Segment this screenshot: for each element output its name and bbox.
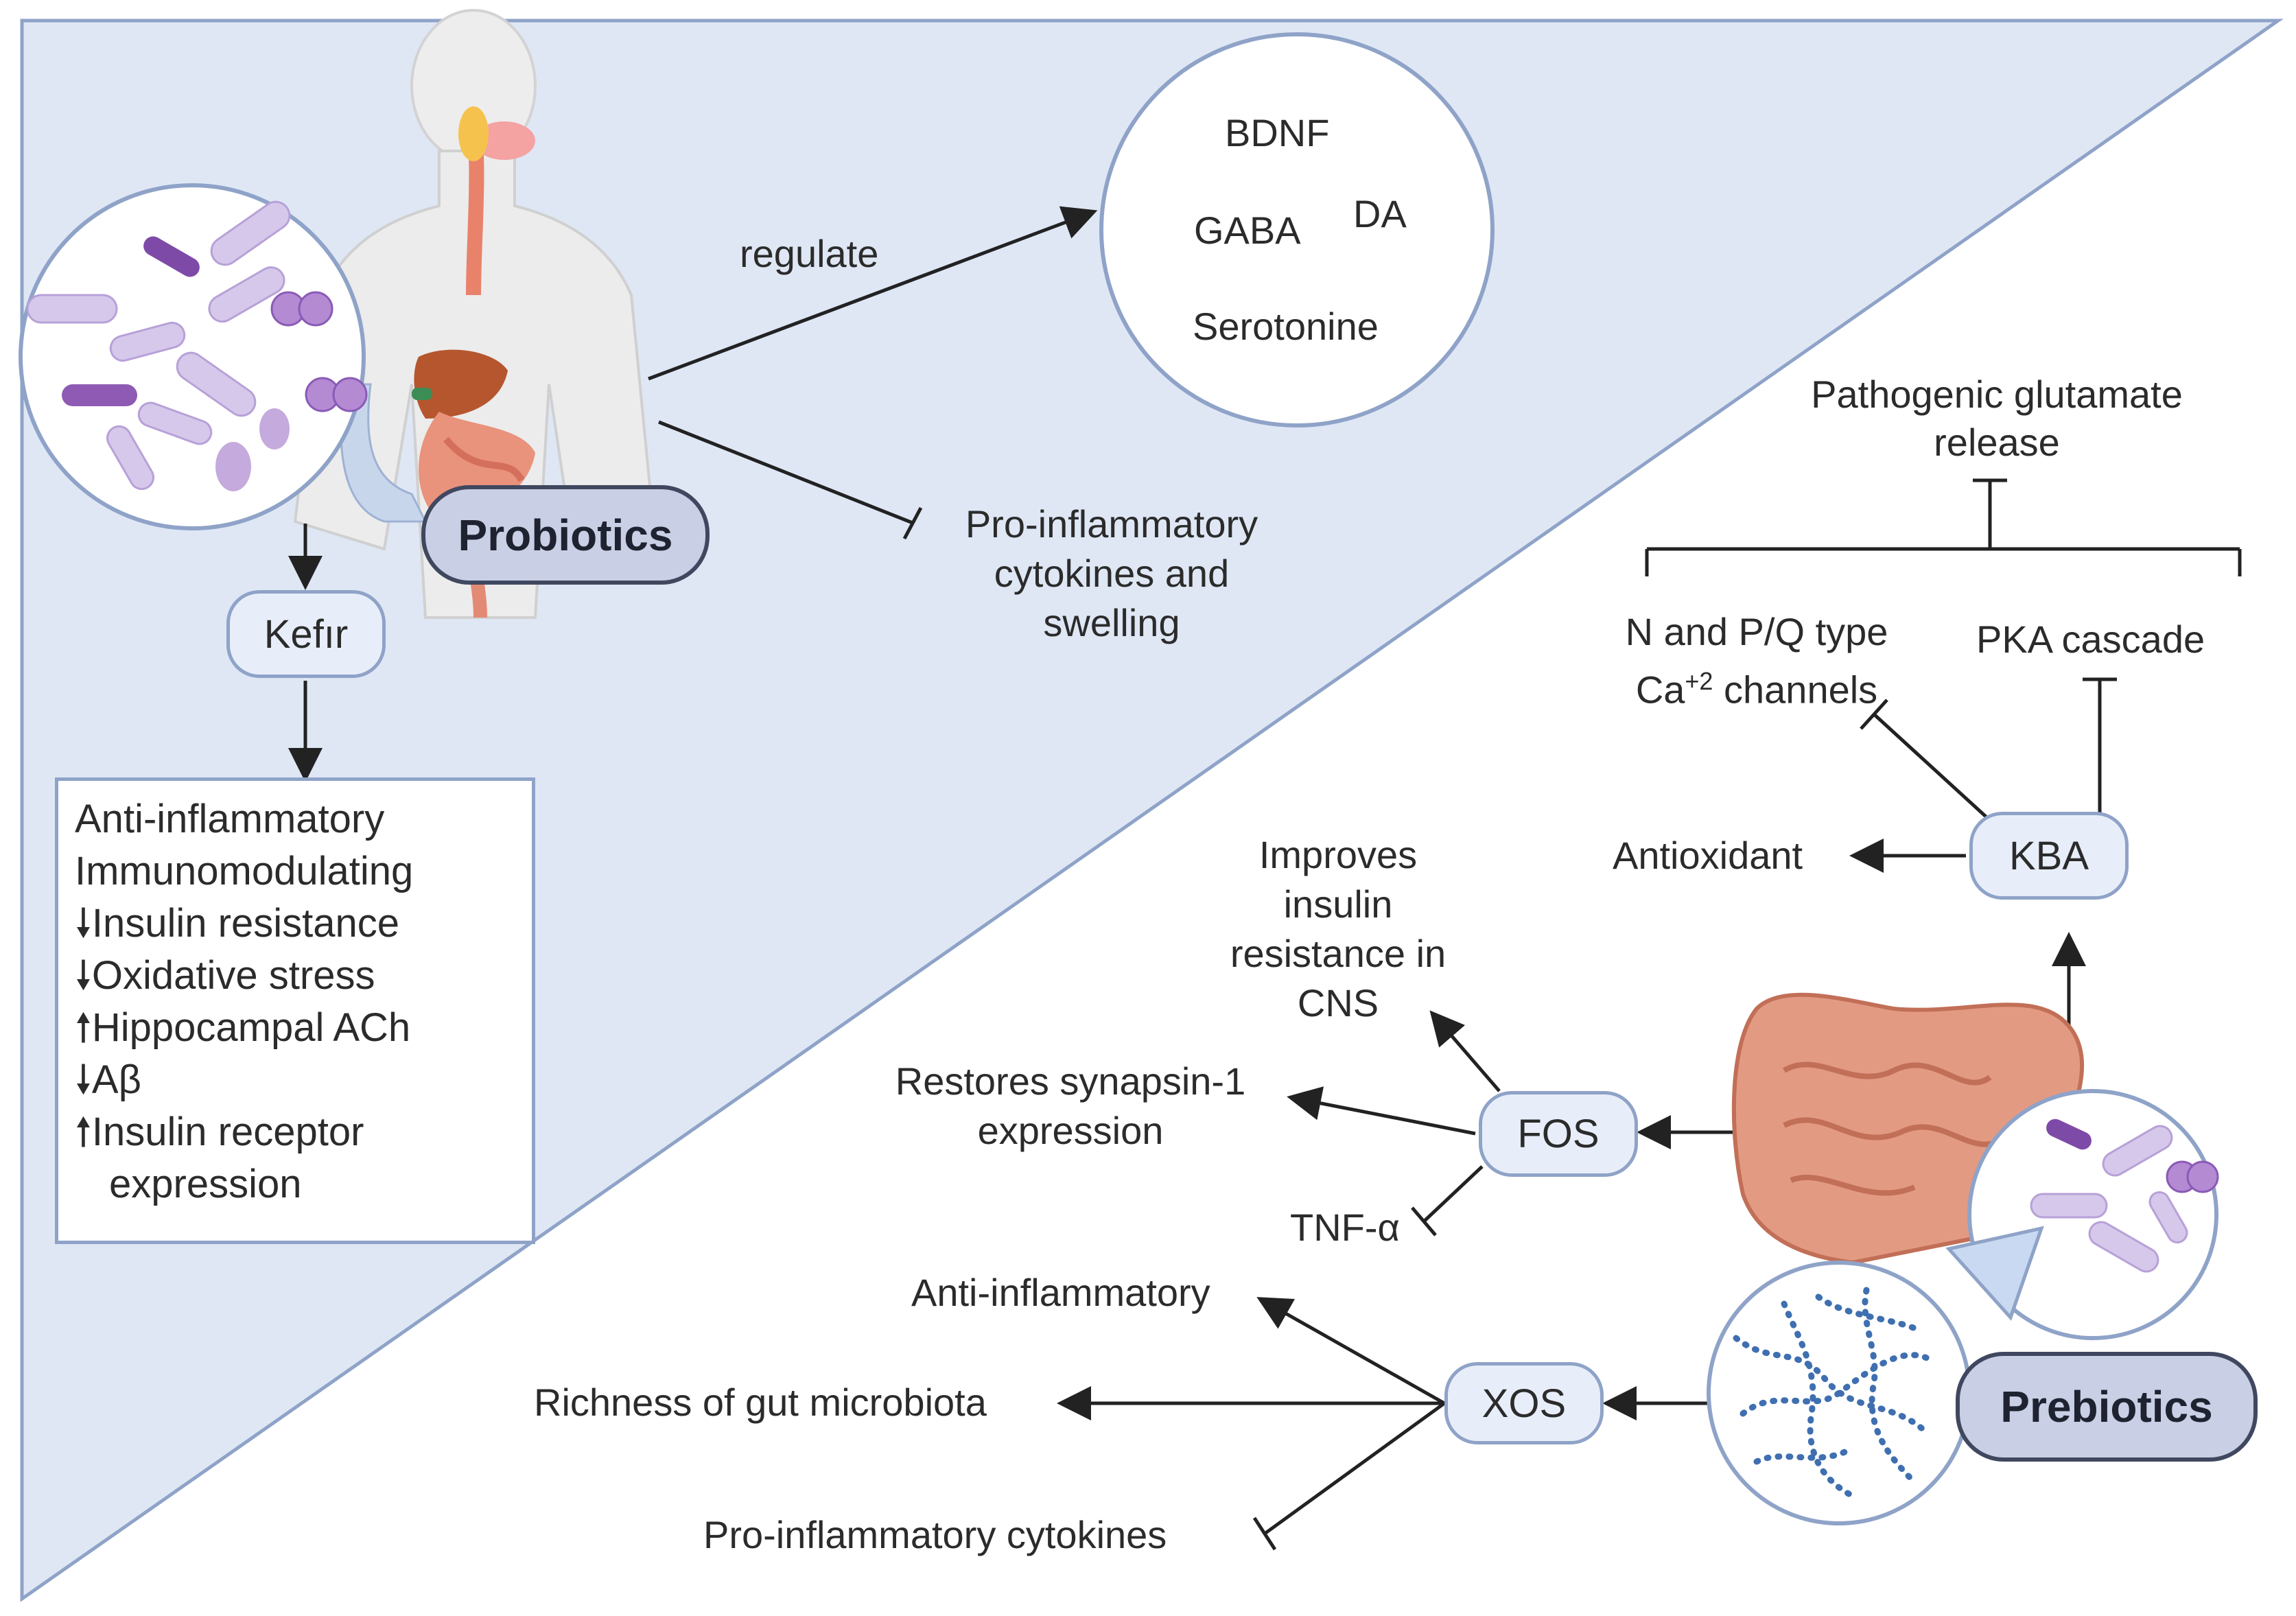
insulin-resistance-cns-label: Improves insulin resistance in CNS <box>1230 833 1446 1024</box>
inhibit-kba-to-pka <box>2083 677 2117 820</box>
neurotransmitter-circle <box>1099 32 1495 428</box>
human-body-illustration <box>293 9 654 619</box>
effect-row: expression <box>109 1162 302 1206</box>
cytokines-swelling-label: Pro-inflammatory cytokines and swelling <box>965 502 1258 644</box>
inhibit-kba-to-channels <box>1860 699 1995 825</box>
down-arrow-icon: 🠗 <box>75 1057 92 1102</box>
up-arrow-icon: 🠕 <box>75 1110 92 1154</box>
arrow-fos-to-synapsin <box>1287 1086 1476 1136</box>
prebiotics-label: Prebiotics <box>2000 1382 2213 1431</box>
kefir-node: Kefır <box>226 590 386 678</box>
kba-label: KBA <box>2008 833 2089 878</box>
tnf-alpha-label: TNF-α <box>1290 1206 1400 1249</box>
effect-row: 🠗Aβ <box>75 1057 141 1102</box>
synapsin-label: Restores synapsin-1 expression <box>895 1059 1246 1152</box>
probiotics-microbe-circle <box>19 183 368 530</box>
effect-row: Immunomodulating <box>75 849 414 893</box>
calcium-channels-label: N and P/Q type Ca+2 channels <box>1625 610 1888 712</box>
da-label: DA <box>1353 192 1407 235</box>
prebiotics-node: Prebiotics <box>1956 1352 2258 1462</box>
probiotics-node: Probiotics <box>421 485 710 585</box>
down-arrow-icon: 🠗 <box>75 901 92 946</box>
glutamate-bracket <box>1645 478 2242 576</box>
fos-label: FOS <box>1517 1112 1600 1156</box>
kefir-effects-box: Anti-inflammatory Immunomodulating 🠗Insu… <box>55 777 535 1244</box>
inhibit-fos-to-tnf <box>1411 1165 1484 1237</box>
glutamate-release-label: Pathogenic glutamate release <box>1811 373 2183 464</box>
kba-node: KBA <box>1969 812 2129 900</box>
antioxidant-label: Antioxidant <box>1613 834 1803 877</box>
effect-row: Anti-inflammatory <box>75 797 385 841</box>
regulate-label: regulate <box>740 232 879 275</box>
pro-inflammatory-cytokines-label: Pro-inflammatory cytokines <box>703 1513 1167 1556</box>
pka-cascade-label: PKA cascade <box>1976 618 2205 661</box>
prebiotics-pointer-arrow <box>1945 1226 2044 1321</box>
fos-node: FOS <box>1479 1091 1638 1177</box>
xos-node: XOS <box>1444 1362 1604 1444</box>
gaba-label: GABA <box>1194 209 1301 252</box>
effect-row: 🠗Insulin resistance <box>75 901 400 946</box>
kefir-label: Kefır <box>263 611 349 657</box>
arrow-xos-to-antiinflammatory <box>1256 1297 1446 1405</box>
gut-microbiota-richness-label: Richness of gut microbiota <box>534 1381 987 1424</box>
anti-inflammatory-label: Anti-inflammatory <box>911 1271 1210 1314</box>
inhibit-probiotics-to-cytokines <box>658 420 923 540</box>
probiotics-label: Probiotics <box>458 510 673 560</box>
effect-row: 🠕Insulin receptor <box>75 1110 364 1154</box>
prebiotics-microbe-circle <box>1967 1089 2219 1340</box>
serotonine-label: Serotonine <box>1193 305 1379 348</box>
effect-row: 🠗Oxidative stress <box>75 953 375 998</box>
effect-row: 🠕Hippocampal ACh <box>75 1005 411 1050</box>
inhibit-xos-to-cytokines <box>1252 1401 1446 1551</box>
arrow-fos-to-insulin <box>1429 1010 1501 1092</box>
bdnf-label: BDNF <box>1225 111 1330 154</box>
prebiotics-fiber-circle <box>1707 1261 1971 1525</box>
arrow-probiotics-to-neurotransmitters <box>648 206 1098 381</box>
up-arrow-icon: 🠕 <box>75 1005 92 1050</box>
xos-label: XOS <box>1481 1381 1567 1426</box>
down-arrow-icon: 🠗 <box>75 953 92 998</box>
